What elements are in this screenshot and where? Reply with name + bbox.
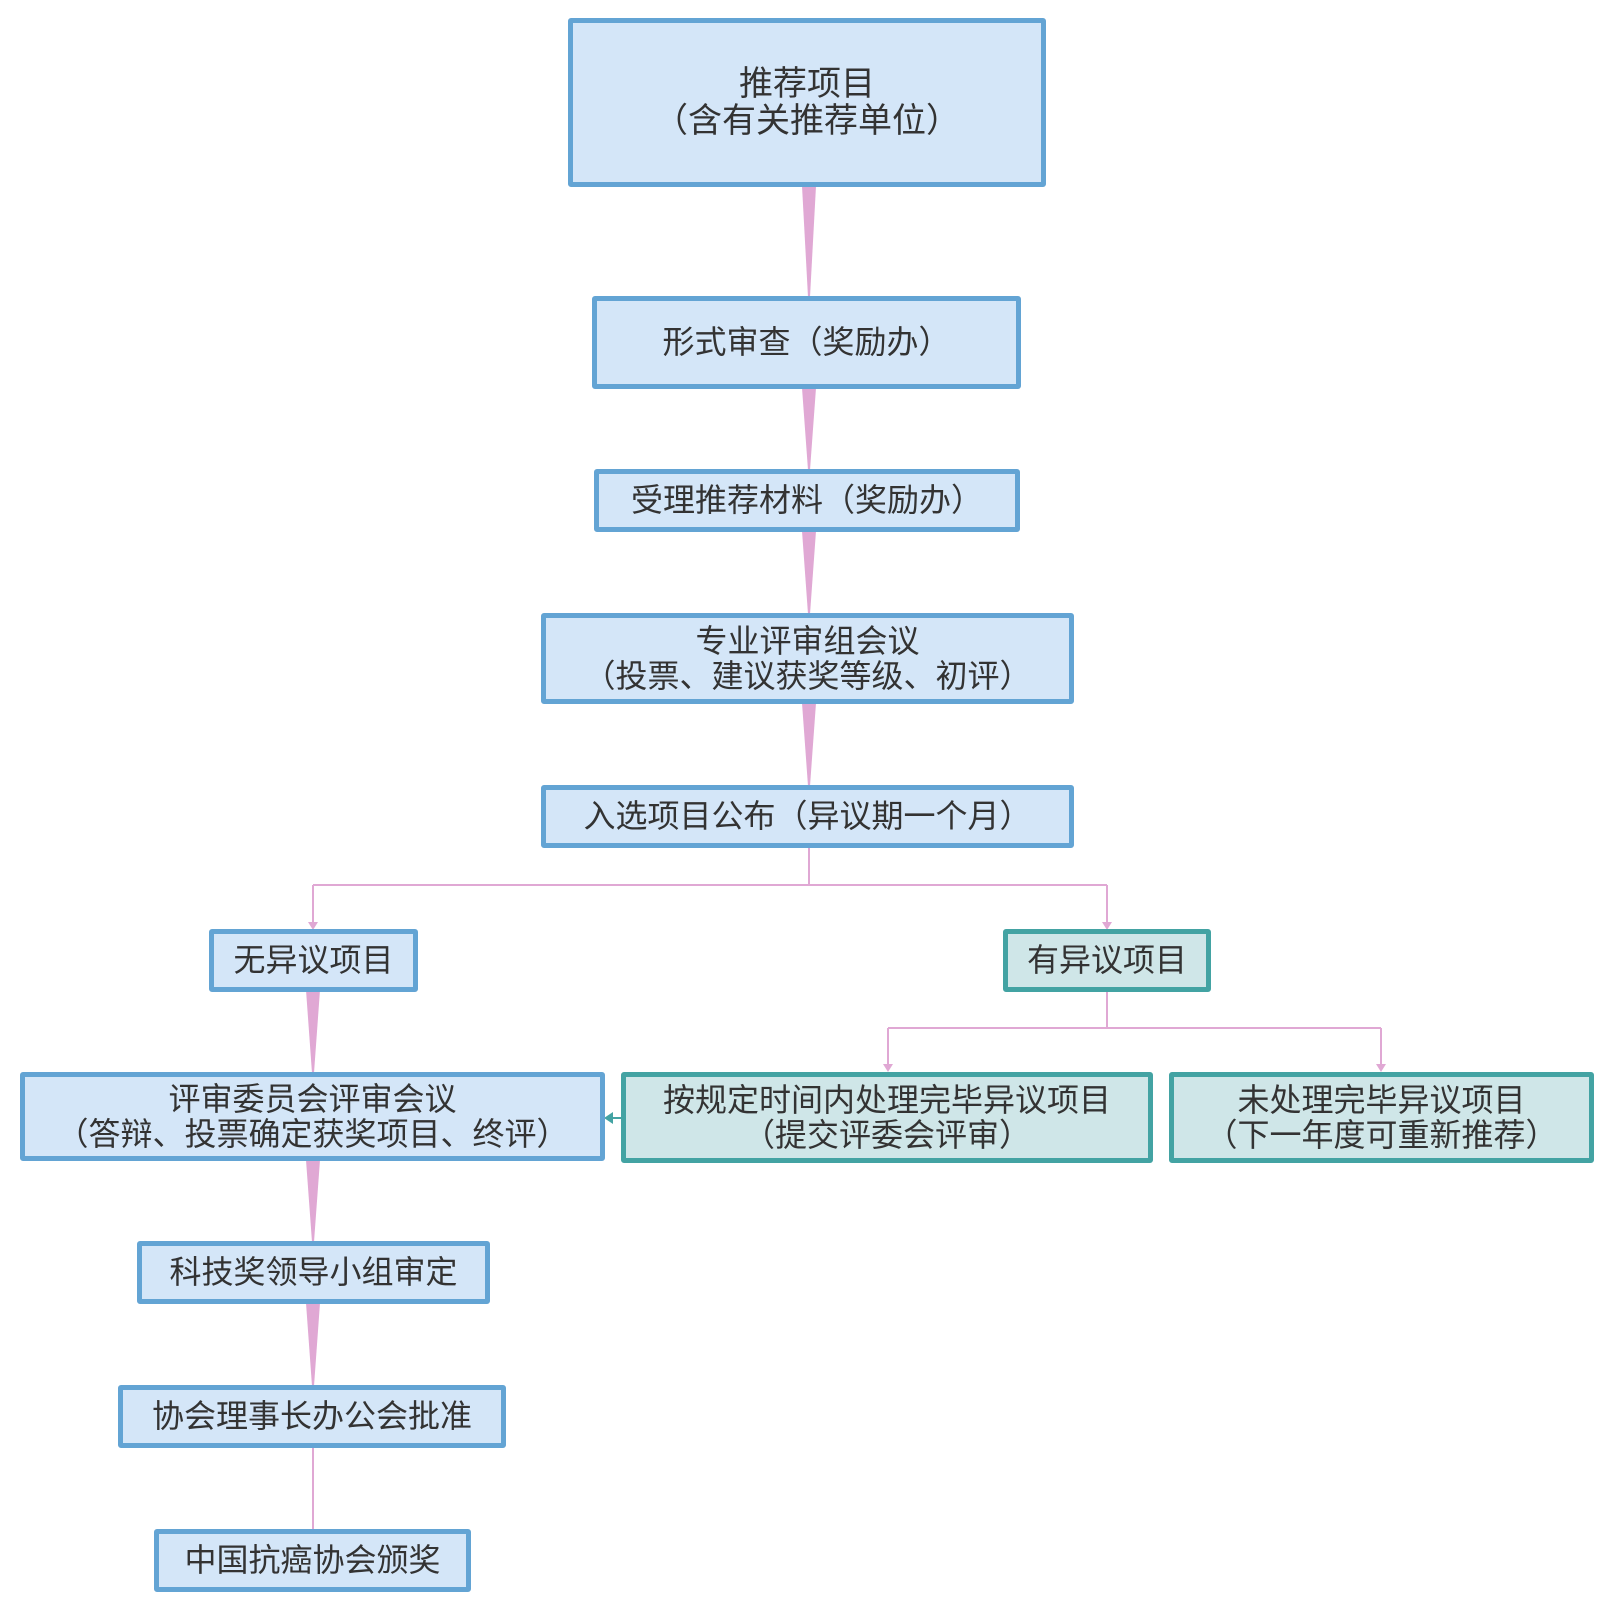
node-leadership[interactable]: 科技奖领导小组审定 [137,1241,490,1304]
node-formal-review-title: 形式审查（奖励办） [662,323,951,362]
node-resolved[interactable]: 按规定时间内处理完毕异议项目 （提交评委会评审） [621,1072,1153,1163]
node-no-objection-title: 无异议项目 [233,941,394,980]
arrowhead-to-committee [604,1112,613,1124]
node-leadership-title: 科技奖领导小组审定 [169,1253,458,1292]
edge-expert-group-to-publish [802,703,816,786]
edge-publish-split [312,847,1108,925]
edge-recommend-to-formal-review [802,186,816,297]
node-board-approval-title: 协会理事长办公会批准 [151,1397,472,1436]
node-unresolved-title: 未处理完毕异议项目 [1237,1080,1526,1119]
node-expert-group[interactable]: 专业评审组会议 （投票、建议获奖等级、初评） [541,613,1074,704]
node-expert-group-subtitle: （投票、建议获奖等级、初评） [583,656,1032,695]
node-has-objection[interactable]: 有异议项目 [1003,929,1211,992]
node-has-objection-title: 有异议项目 [1026,941,1187,980]
node-board-approval[interactable]: 协会理事长办公会批准 [118,1385,506,1448]
node-recommend[interactable]: 推荐项目 （含有关推荐单位） [568,18,1046,187]
node-committee-subtitle: （答辩、投票确定获奖项目、终评） [56,1114,569,1153]
node-recommend-subtitle: （含有关推荐单位） [654,100,960,141]
node-resolved-title: 按规定时间内处理完毕异议项目 [662,1080,1111,1119]
node-publish-title: 入选项目公布（异议期一个月） [583,797,1032,836]
edge-leadership-to-board-approval [306,1303,320,1386]
node-resolved-subtitle: （提交评委会评审） [742,1115,1031,1154]
node-committee-title: 评审委员会评审会议 [168,1079,457,1118]
node-accept-materials-title: 受理推荐材料（奖励办） [630,481,983,520]
node-committee[interactable]: 评审委员会评审会议 （答辩、投票确定获奖项目、终评） [20,1072,605,1161]
node-publish[interactable]: 入选项目公布（异议期一个月） [541,785,1074,848]
node-award[interactable]: 中国抗癌协会颁奖 [154,1529,471,1592]
node-expert-group-title: 专业评审组会议 [695,621,920,660]
node-award-title: 中国抗癌协会颁奖 [184,1541,441,1580]
arrowhead-to-resolved [883,1064,893,1072]
node-formal-review[interactable]: 形式审查（奖励办） [592,296,1021,389]
arrowhead-to-unresolved [1376,1064,1386,1072]
edge-has-objection-split [887,990,1382,1067]
node-recommend-title: 推荐项目 [739,63,875,104]
node-accept-materials[interactable]: 受理推荐材料（奖励办） [594,469,1020,532]
edge-committee-to-leadership [306,1160,320,1242]
edge-no-objection-to-committee [306,990,320,1073]
arrowhead-to-no-objection [308,922,318,930]
arrowhead-to-has-objection [1102,922,1112,930]
edge-accept-materials-to-expert-group [802,531,816,614]
node-no-objection[interactable]: 无异议项目 [209,929,418,992]
node-unresolved-subtitle: （下一年度可重新推荐） [1205,1115,1558,1154]
edge-formal-review-to-accept-materials [802,388,816,470]
node-unresolved[interactable]: 未处理完毕异议项目 （下一年度可重新推荐） [1169,1072,1594,1163]
